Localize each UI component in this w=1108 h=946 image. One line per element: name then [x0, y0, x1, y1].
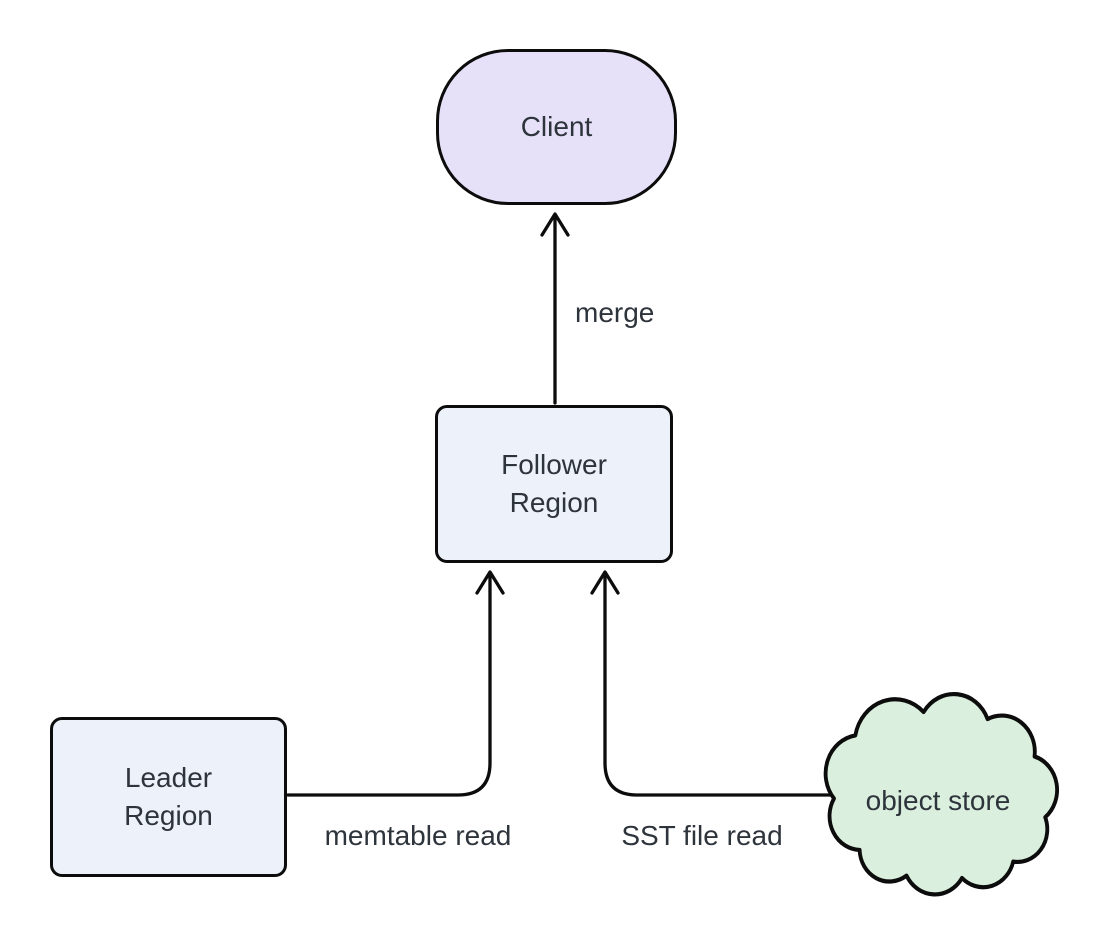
node-follower-region-label-line2: Region	[509, 487, 599, 518]
edge-label-sst-file-read: SST file read	[621, 820, 783, 851]
node-leader-region-label-line2: Region	[124, 800, 213, 831]
node-leader-region-label-line1: Leader	[124, 762, 213, 793]
edge-memtable-read-arrowhead-icon	[475, 570, 505, 595]
edge-label-merge: merge	[575, 297, 655, 328]
node-client-label: Client	[520, 111, 593, 142]
edge-sst-file-read-line	[603, 571, 832, 797]
node-follower-region-label-line1: Follower	[501, 449, 607, 480]
node-follower-region: Follower Region	[435, 405, 673, 563]
node-object-store-label: object store	[865, 785, 1011, 816]
node-client: Client	[436, 49, 677, 205]
edge-label-memtable-read: memtable read	[324, 820, 512, 851]
edge-merge-arrowhead-icon	[540, 212, 570, 237]
edge-sst-file-read-arrowhead-icon	[590, 570, 620, 595]
edge-memtable-read-line	[286, 571, 492, 797]
object-store-cloud-icon	[823, 691, 1059, 897]
node-leader-region: Leader Region	[50, 717, 287, 877]
